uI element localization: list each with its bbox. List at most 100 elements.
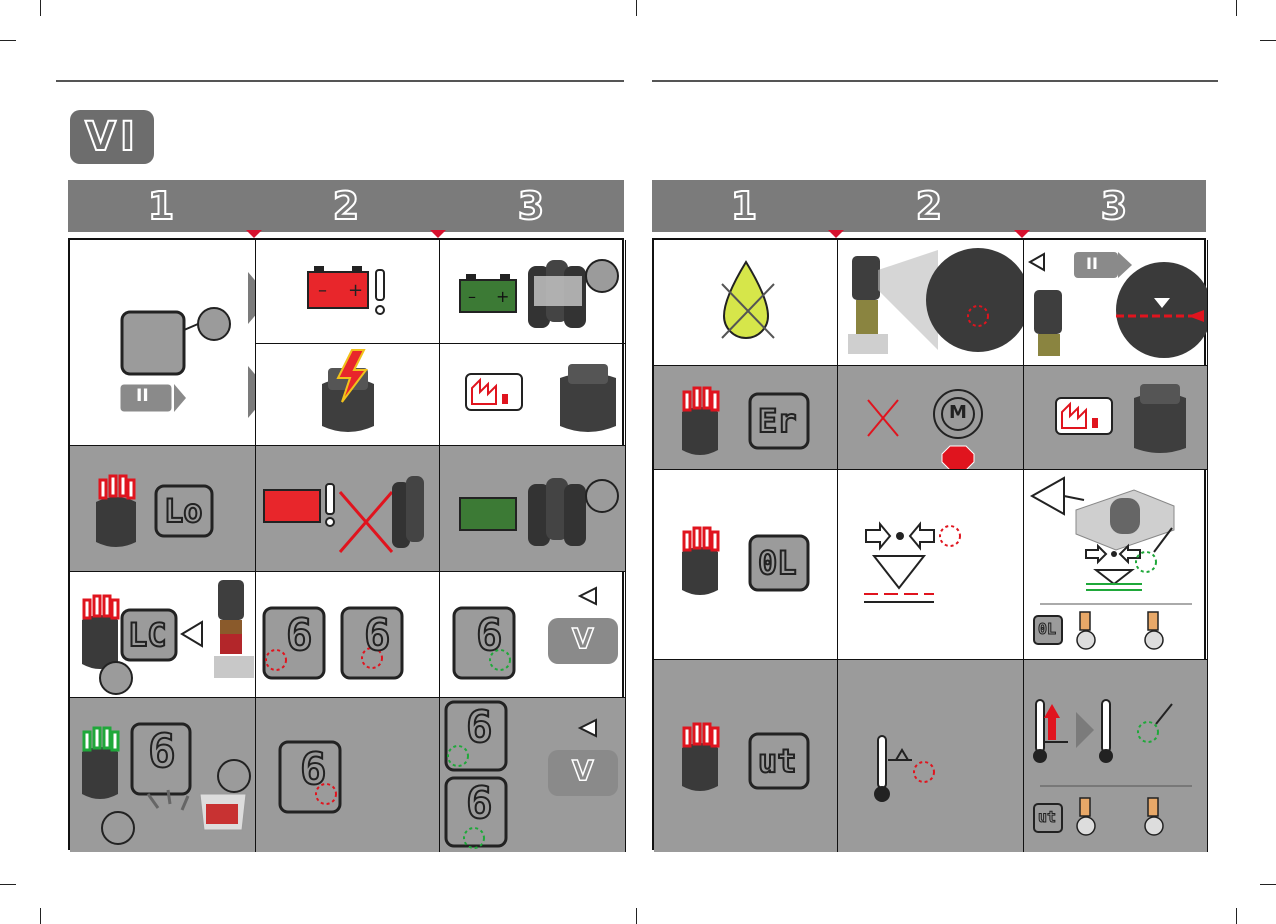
- right-r4-c2: [838, 660, 1024, 852]
- factory-reset-figure: [440, 344, 626, 446]
- battery-replace-figure: [440, 446, 626, 572]
- step-header-3: 3: [438, 180, 624, 232]
- display-digit: 6: [476, 610, 503, 661]
- right-r4-c1: ut: [654, 660, 838, 852]
- left-table: II – + – +: [68, 238, 624, 850]
- display-code-ut: ut: [758, 742, 797, 780]
- right-r3-c3: 0L: [1024, 470, 1208, 660]
- left-r2-c2: [256, 446, 440, 572]
- header-rule: [652, 80, 1218, 82]
- crop-mark: [1260, 884, 1276, 885]
- led-ring-ut-figure: [654, 660, 838, 852]
- led-ring-icon: [70, 446, 256, 572]
- svg-text:+: +: [496, 287, 509, 306]
- display-digit: 6: [364, 610, 391, 661]
- battery-pack-figure: – +: [440, 240, 626, 344]
- left-r1b-c2: [256, 344, 440, 446]
- left-r2-c1: Lo: [70, 446, 256, 572]
- display-button-figure: [70, 240, 256, 446]
- crop-mark: [1236, 0, 1237, 16]
- motor-label: M: [949, 402, 967, 423]
- pause-symbol: II: [136, 386, 149, 406]
- display-figure: [256, 698, 440, 852]
- left-r1a-c3: – +: [440, 240, 626, 344]
- step-header-3: 3: [1022, 180, 1206, 232]
- check-badge: V: [572, 754, 594, 787]
- display-code-ol: 0L: [758, 544, 797, 582]
- left-r3-c2: 6 6: [256, 572, 440, 698]
- step-header-1: 1: [652, 180, 836, 232]
- left-r1a-c2: – +: [256, 240, 440, 344]
- display-digit: 6: [300, 744, 327, 795]
- svg-text:–: –: [318, 280, 327, 301]
- step-number: 2: [333, 184, 359, 228]
- battery-icon: – +: [256, 240, 440, 344]
- display-code-lo: Lo: [164, 492, 203, 530]
- crop-mark: [40, 0, 41, 16]
- right-r2-c3: [1024, 366, 1208, 470]
- right-r1-c3: II: [1024, 240, 1208, 366]
- header-rule: [56, 80, 624, 82]
- display-code-er: Er: [758, 402, 797, 440]
- display-code-lc: LC: [128, 616, 167, 654]
- right-r3-c1: 0L: [654, 470, 838, 660]
- lubricator-zoom-figure: [838, 240, 1024, 366]
- right-r3-c2: [838, 470, 1024, 660]
- thermometer-icon: [838, 660, 1024, 852]
- step-number: 2: [916, 184, 942, 228]
- left-r2-c3: [440, 446, 626, 572]
- step-number: 3: [518, 184, 544, 228]
- right-r1-c1: [654, 240, 838, 366]
- led-ring-icon: [654, 366, 838, 470]
- right-r4-c3: ut: [1024, 660, 1208, 852]
- reset-display-code: ut: [1038, 808, 1056, 826]
- notch-marker: [430, 230, 446, 238]
- display-digit: 6: [148, 724, 176, 778]
- display-digit: 6: [466, 702, 493, 753]
- right-table: II Er M: [652, 238, 1206, 850]
- step-number: 1: [731, 184, 757, 228]
- battery-no-replace-figure: [256, 446, 440, 572]
- crop-mark: [40, 908, 41, 924]
- left-r1-c1: II: [70, 240, 256, 446]
- crop-mark: [1260, 40, 1276, 41]
- crop-mark: [1236, 908, 1237, 924]
- display-digit: 6: [466, 778, 493, 829]
- right-r2-c1: Er: [654, 366, 838, 470]
- right-step-header: 1 2 3: [652, 180, 1206, 232]
- reset-display-code: 0L: [1038, 620, 1056, 638]
- section-label: VI: [85, 114, 139, 160]
- left-r3-c3: 6 V: [440, 572, 626, 698]
- notch-marker: [246, 230, 262, 238]
- oil-drop-icon: [654, 240, 838, 366]
- left-r3-c1: LC: [70, 572, 256, 698]
- left-step-header: 1 2 3: [68, 180, 624, 232]
- svg-text:+: +: [348, 280, 363, 301]
- right-r1-c2: [838, 240, 1024, 366]
- step-number: 3: [1101, 184, 1127, 228]
- step-header-1: 1: [68, 180, 254, 232]
- factory-reset-figure: [1024, 366, 1208, 470]
- left-r4-c1: 6: [70, 698, 256, 852]
- left-r4-c3: 6 6 V: [440, 698, 626, 852]
- display-pair-figure: [256, 572, 440, 698]
- right-r2-c2: M: [838, 366, 1024, 470]
- crop-mark: [636, 908, 637, 924]
- led-ring-ol-figure: [654, 470, 838, 660]
- crop-mark: [636, 0, 637, 16]
- section-badge: VI: [70, 110, 154, 164]
- step-number: 1: [148, 184, 174, 228]
- level-check-figure: [1024, 240, 1208, 366]
- pause-symbol: II: [1086, 254, 1098, 273]
- crop-mark: [0, 884, 16, 885]
- motor-stop-figure: [838, 366, 1024, 470]
- notch-marker: [1014, 230, 1030, 238]
- left-r1b-c3: [440, 344, 626, 446]
- crop-mark: [0, 40, 16, 41]
- step-header-2: 2: [836, 180, 1022, 232]
- step-header-2: 2: [254, 180, 438, 232]
- pressure-symbol-figure: [838, 470, 1024, 660]
- cartridge-icon: [256, 344, 440, 446]
- visual-check-figure: [440, 572, 626, 698]
